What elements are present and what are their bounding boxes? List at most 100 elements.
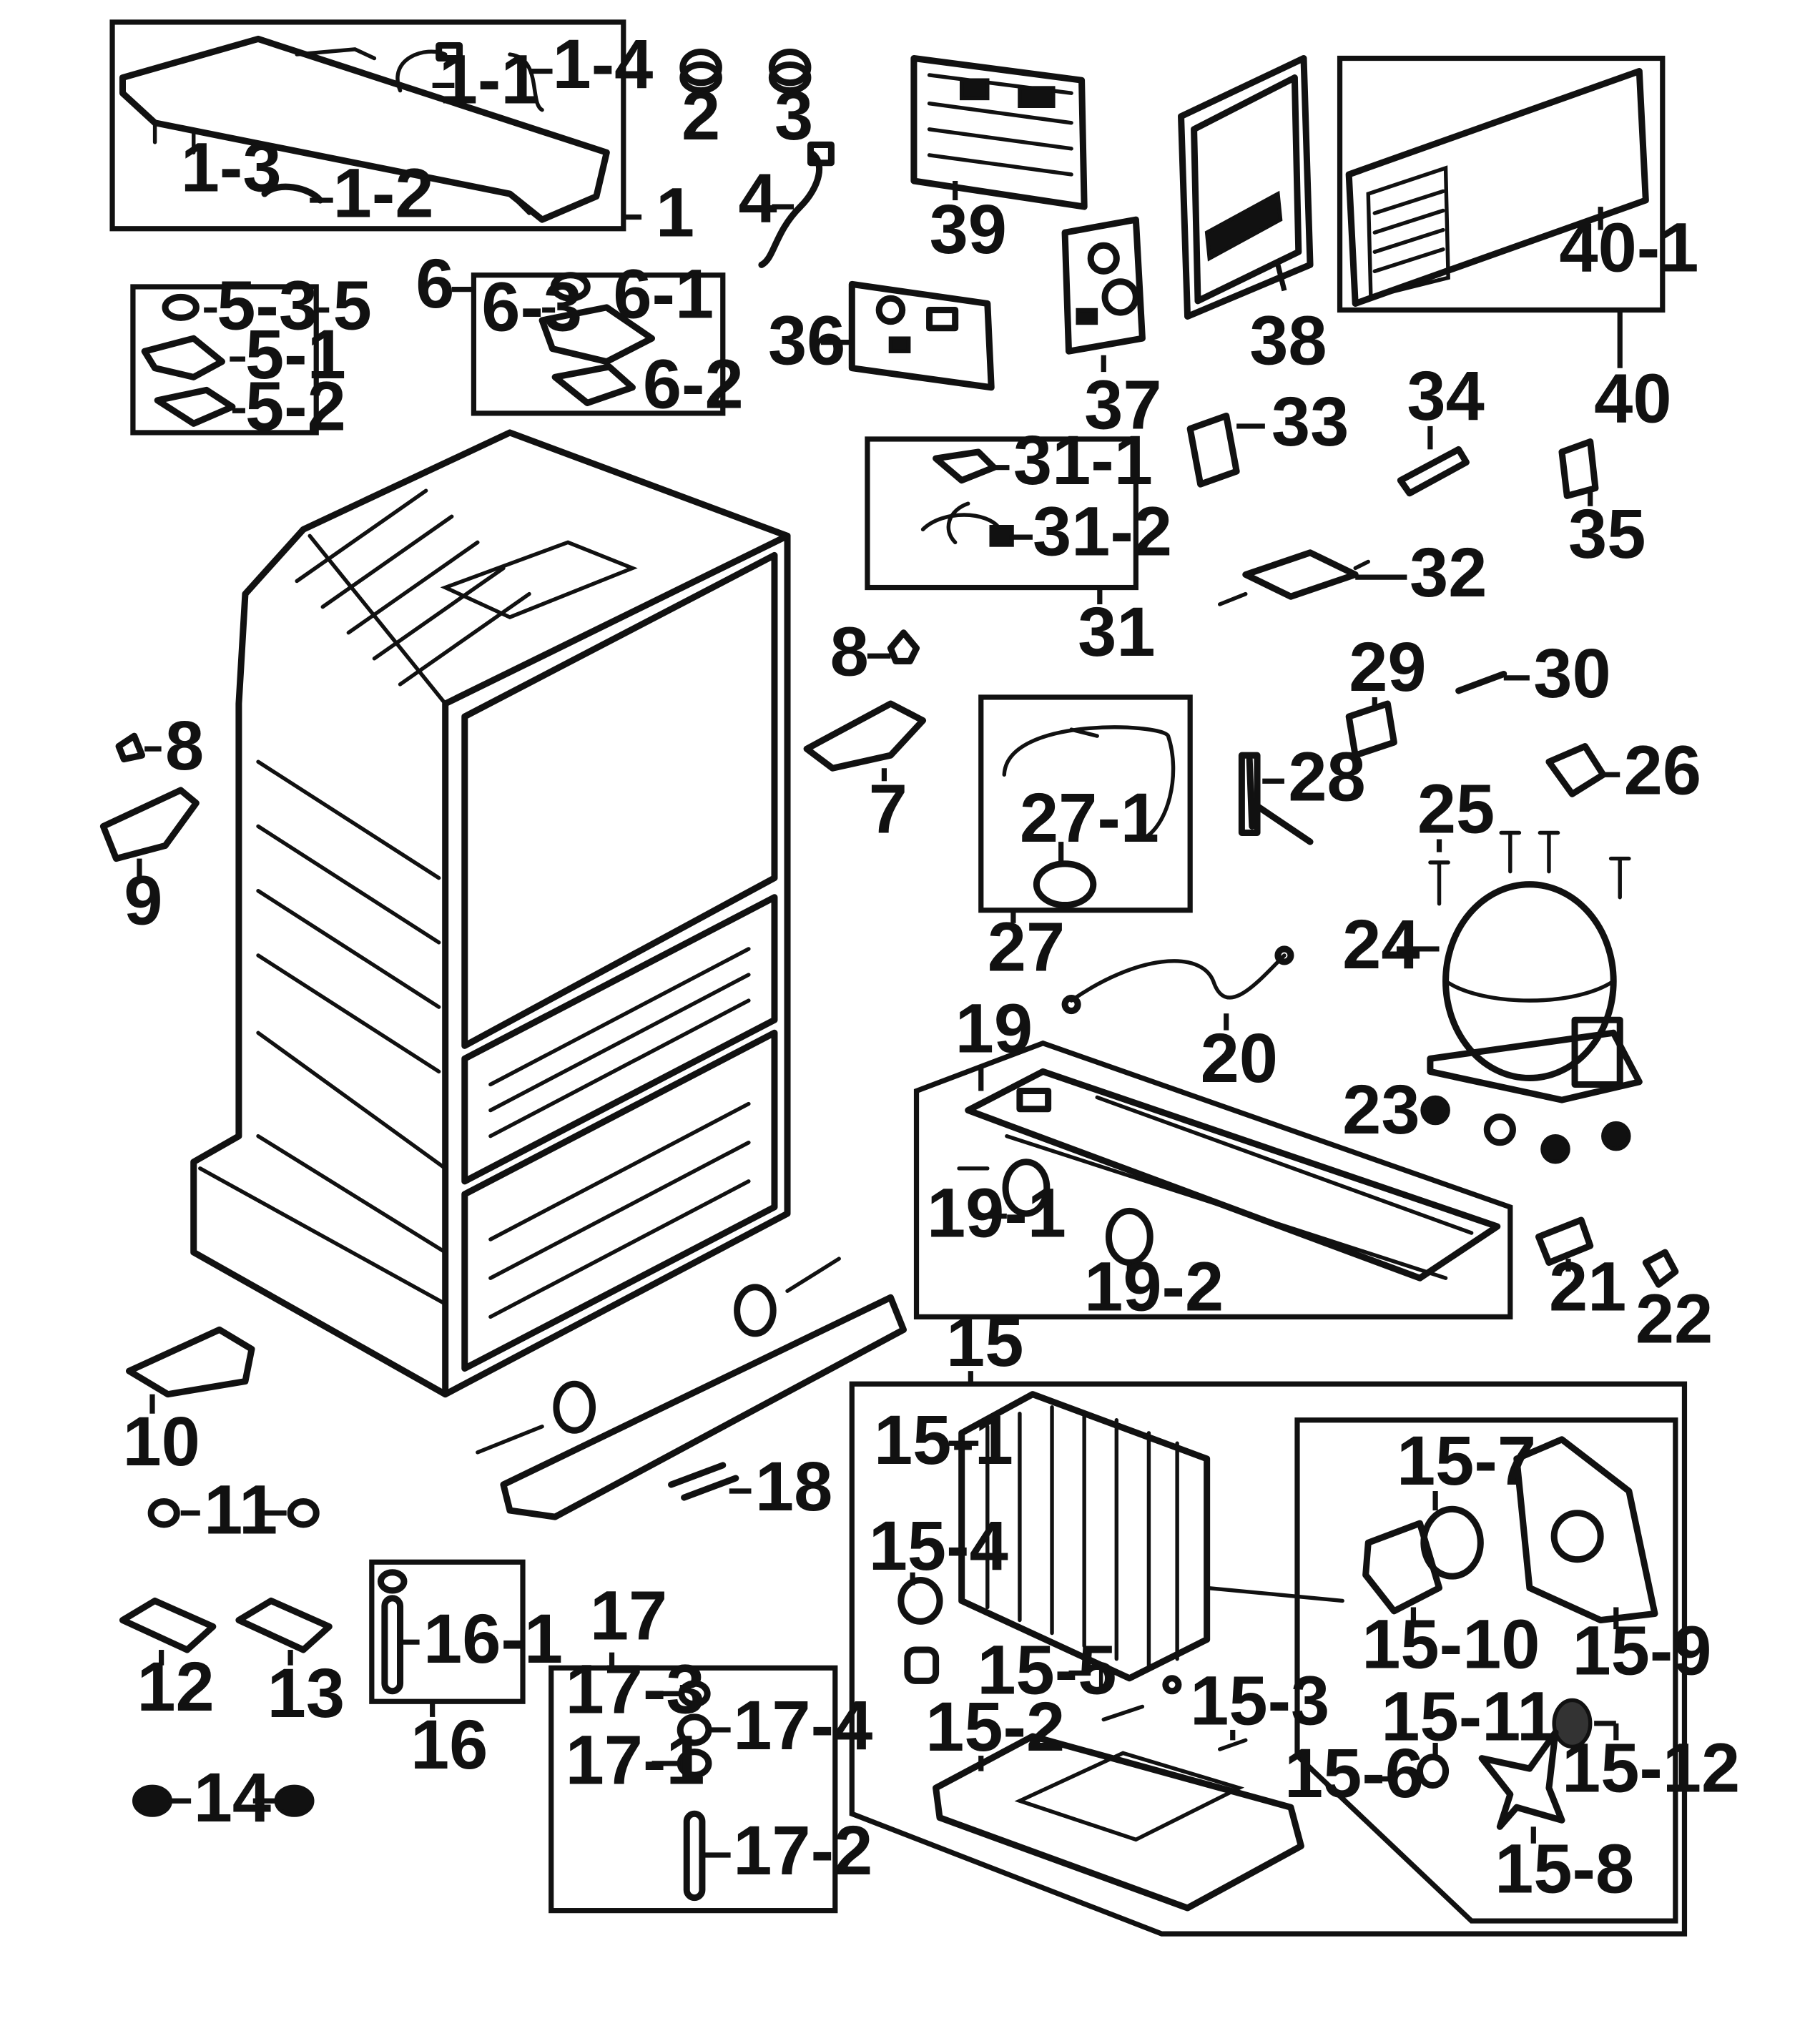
sub-pcb (1061, 216, 1146, 355)
back-cover (1345, 68, 1649, 307)
parts-28-30: 28 29 30 (1238, 628, 1611, 845)
group-16-frame (369, 1559, 526, 1704)
group-5-frame (130, 284, 319, 436)
label-38: 38 (1249, 301, 1327, 379)
small-parts-33-35: 33 34 35 (1186, 357, 1646, 573)
cover-13 (235, 1597, 333, 1653)
label-19-2: 19-2 (1084, 1247, 1224, 1325)
label-15-12: 15-12 (1562, 1729, 1740, 1807)
pin-18 (668, 1462, 739, 1501)
bracket-31-1 (933, 448, 998, 484)
evaporator-assembly-group: 15 15-1 15-4 15-5 15-3 15-2 15-6 (849, 1303, 1740, 1937)
evaporator-15-1 (958, 1391, 1211, 1682)
machine-compartment-group: 19 19-1 19-2 (913, 989, 1513, 1325)
pcb-cover (1178, 54, 1314, 320)
group-19-frame (913, 1040, 1513, 1319)
cap-8-right (887, 629, 920, 664)
group-17-frame (549, 1665, 838, 1914)
label-6-2: 6-2 (643, 345, 744, 423)
lower-rail (500, 1294, 907, 1520)
foot-23-3 (1540, 1133, 1570, 1164)
hinge-5-2 (154, 386, 236, 427)
label-14: 14 (194, 1759, 271, 1836)
label-9: 9 (124, 862, 162, 940)
part-35 (1558, 438, 1599, 499)
hinge-cap-5-3 (162, 293, 200, 321)
label-31-1: 31-1 (1013, 421, 1153, 499)
grommet-15-12 (1552, 1698, 1593, 1749)
spring-3 (768, 48, 812, 87)
covers-12-13: 12 13 (119, 1597, 345, 1732)
label-1-2: 1-2 (333, 154, 434, 232)
control-panel (440, 540, 638, 620)
spring-15-11 (1416, 1754, 1450, 1789)
label-15-4: 15-4 (869, 1507, 1008, 1585)
label-27-1: 27-1 (1020, 779, 1159, 857)
label-32: 32 (1410, 533, 1487, 611)
left-hinge-9: 8 9 (99, 707, 204, 940)
hinge-6-2 (551, 363, 636, 406)
fan-19-1 (1002, 1159, 1051, 1217)
cover-38-group: 38 (1178, 54, 1327, 379)
cap-8-left (115, 732, 146, 763)
label-19: 19 (955, 989, 1033, 1067)
part-29 (1345, 700, 1397, 759)
harness-31-2 (920, 501, 1003, 545)
roller-upper (734, 1284, 777, 1337)
drain-tray-15-2 (933, 1733, 1304, 1912)
label-15-10: 15-10 (1362, 1605, 1540, 1683)
wire-harness-1-4 (508, 52, 544, 112)
right-hinge-7: 8 7 (803, 612, 927, 847)
hinge-6-group: 6 6-3 6-1 6-2 (415, 245, 744, 423)
hinge-9 (99, 787, 200, 862)
label-15-2: 15-2 (925, 1688, 1065, 1766)
cabinet (190, 429, 791, 1398)
label-31: 31 (1078, 593, 1155, 671)
springs: 2 3 (679, 48, 813, 154)
part-26 (1545, 743, 1607, 797)
label-15: 15 (946, 1303, 1023, 1381)
group-31: 31-1 31-2 31 (865, 421, 1172, 671)
label-24: 24 (1342, 905, 1420, 983)
feet-14: 14 (132, 1759, 315, 1836)
part-11-group: 11 (147, 1471, 320, 1549)
compressor-group: 25 24 23 (1342, 769, 1643, 1164)
label-1-1: 1-1 (439, 41, 540, 119)
label-23: 23 (1342, 1071, 1420, 1149)
sub-pcb-group: 37 (1061, 216, 1162, 444)
part-33 (1186, 412, 1240, 488)
top-cover (119, 35, 610, 223)
part-34 (1397, 446, 1470, 497)
label-15-5: 15-5 (977, 1631, 1116, 1708)
label-5-1: 5-1 (245, 315, 346, 393)
hinge-5-group: 5-3 5-1 5-2 5 (130, 267, 372, 445)
label-15-3: 15-3 (1190, 1662, 1329, 1740)
label-17-2: 17-2 (733, 1811, 872, 1889)
pcb-36-group: 36 (768, 280, 995, 391)
motor-bracket-15-10 (1362, 1520, 1443, 1615)
label-21: 21 (1549, 1247, 1626, 1325)
label-19-1: 19-1 (927, 1174, 1066, 1251)
part-20-group: 20 (1061, 945, 1294, 1097)
group-31-frame (865, 436, 1138, 591)
foot-23-2 (1483, 1113, 1516, 1146)
label-15-11: 15-11 (1381, 1677, 1555, 1755)
label-5-3: 5-3 (217, 267, 318, 345)
label-40-1: 40-1 (1559, 208, 1698, 286)
label-6-3: 6-3 (481, 267, 582, 345)
hinge-6-1 (538, 304, 656, 365)
screw-15-5 (1092, 1666, 1110, 1693)
label-16-1: 16-1 (423, 1600, 563, 1678)
group-1-frame (109, 19, 626, 232)
label-16: 16 (410, 1706, 488, 1784)
hinge-cap-6-3 (550, 272, 591, 302)
hinge-5-1 (141, 335, 225, 380)
label-27: 27 (988, 908, 1065, 986)
part-32 (1242, 549, 1359, 600)
valve-21 (1535, 1216, 1594, 1267)
main-pcb-group: 39 (910, 54, 1088, 268)
group-15-frame (849, 1381, 1688, 1937)
label-17-1: 17-1 (566, 1721, 705, 1799)
part-30 (1455, 670, 1507, 694)
